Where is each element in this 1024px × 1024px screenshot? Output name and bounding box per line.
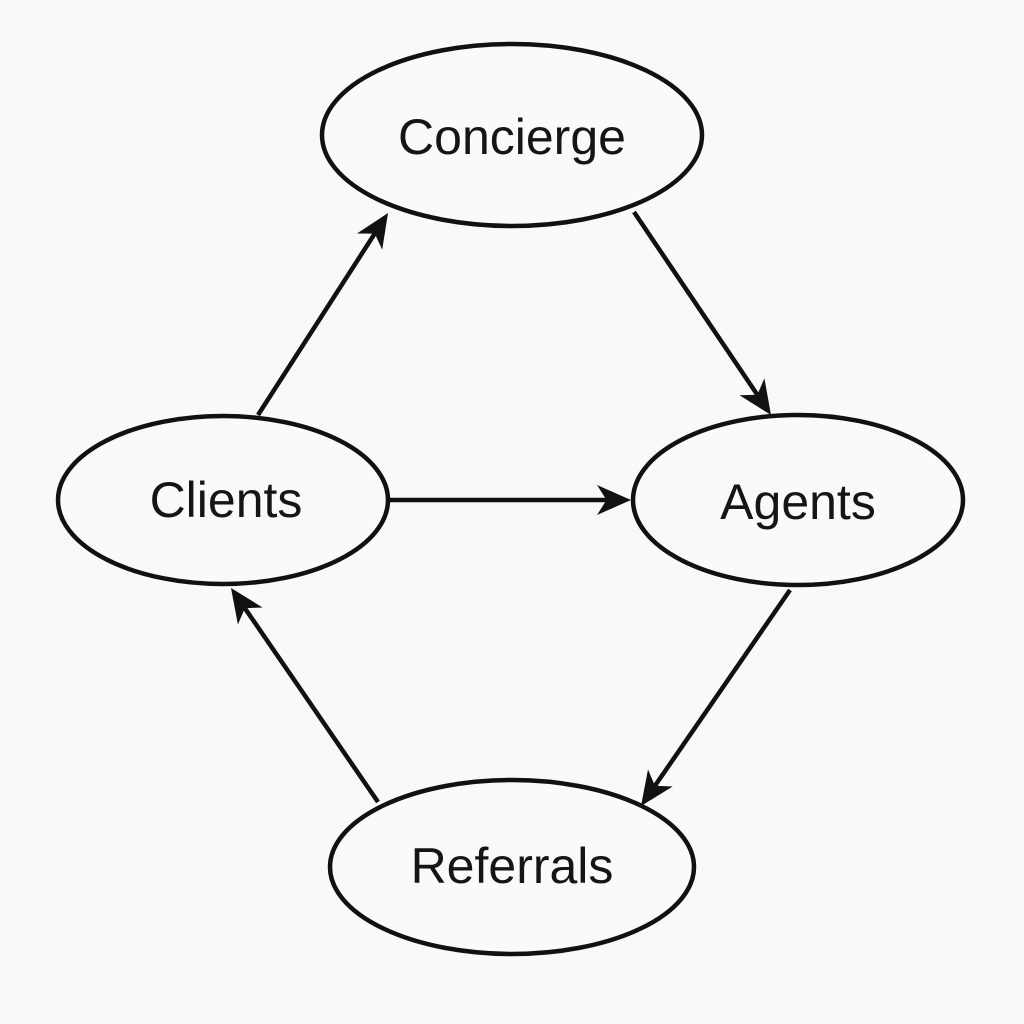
edge-clients-to-agents [390,485,631,515]
node-concierge-label: Concierge [398,109,626,165]
node-clients-shape [55,413,391,587]
node-clients[interactable]: Clients [55,413,391,587]
arrowhead-icon [357,213,388,250]
edge-line [256,232,377,417]
node-referrals[interactable]: Referrals [327,777,697,957]
node-agents-label: Agents [720,474,876,530]
nodes-layer: Concierge Clients Agents Referrals [55,41,966,957]
edge-concierge-to-agents [632,210,771,415]
node-agents[interactable]: Agents [630,412,966,588]
node-concierge-shape [319,41,705,229]
arrowhead-icon [641,769,673,806]
edge-line [243,606,380,804]
edges-layer [231,210,792,806]
arrowhead-icon [597,485,631,515]
edge-agents-to-referrals [641,588,792,806]
arrowhead-icon [739,378,771,415]
edge-line [653,588,792,788]
node-clients-label: Clients [150,472,303,528]
node-concierge[interactable]: Concierge [319,41,705,229]
edge-referrals-to-clients [231,588,380,804]
edge-line [632,210,760,396]
arrowhead-icon [231,588,263,625]
node-referrals-shape [327,777,697,957]
node-referrals-label: Referrals [411,838,614,894]
edge-clients-to-concierge [256,213,388,417]
node-agents-shape [630,412,966,588]
